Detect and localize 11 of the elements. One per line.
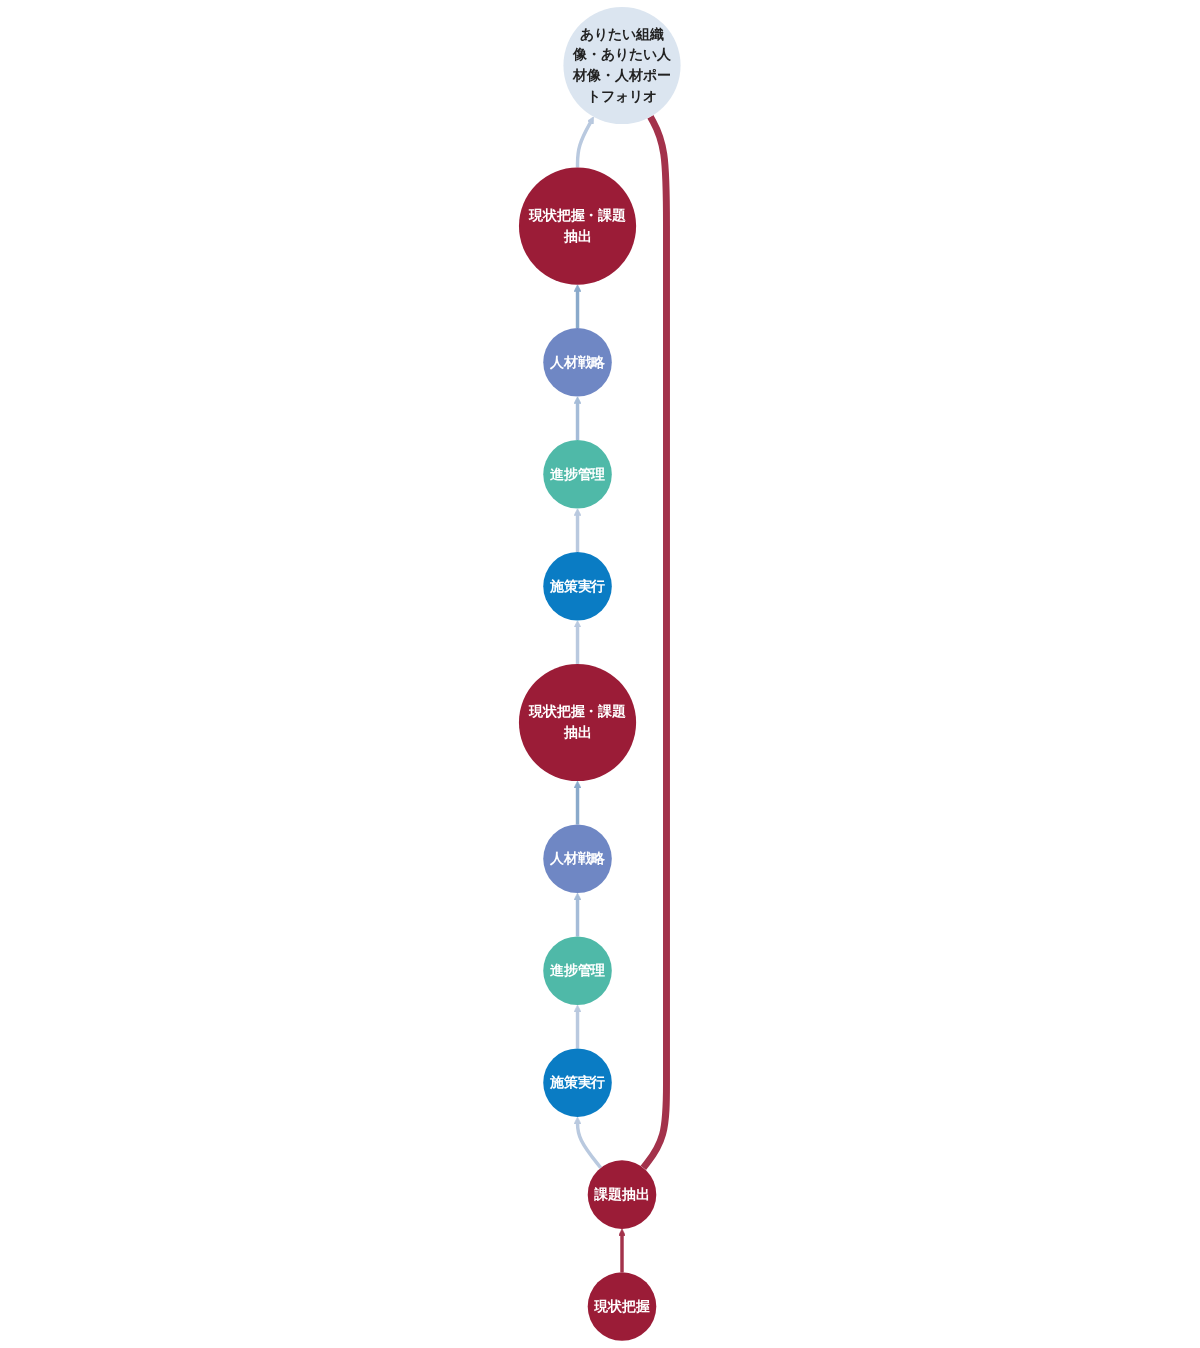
- arrow: [576, 116, 595, 168]
- arrow: [573, 620, 582, 664]
- arrow: [573, 1116, 603, 1169]
- arrow: [573, 284, 582, 329]
- arrow: [573, 892, 582, 937]
- arrow: [573, 508, 582, 553]
- arrow: [573, 1004, 582, 1049]
- arrow: [573, 780, 582, 825]
- arrow: [618, 1228, 627, 1273]
- arrow: [573, 396, 582, 441]
- connector: [640, 115, 671, 1171]
